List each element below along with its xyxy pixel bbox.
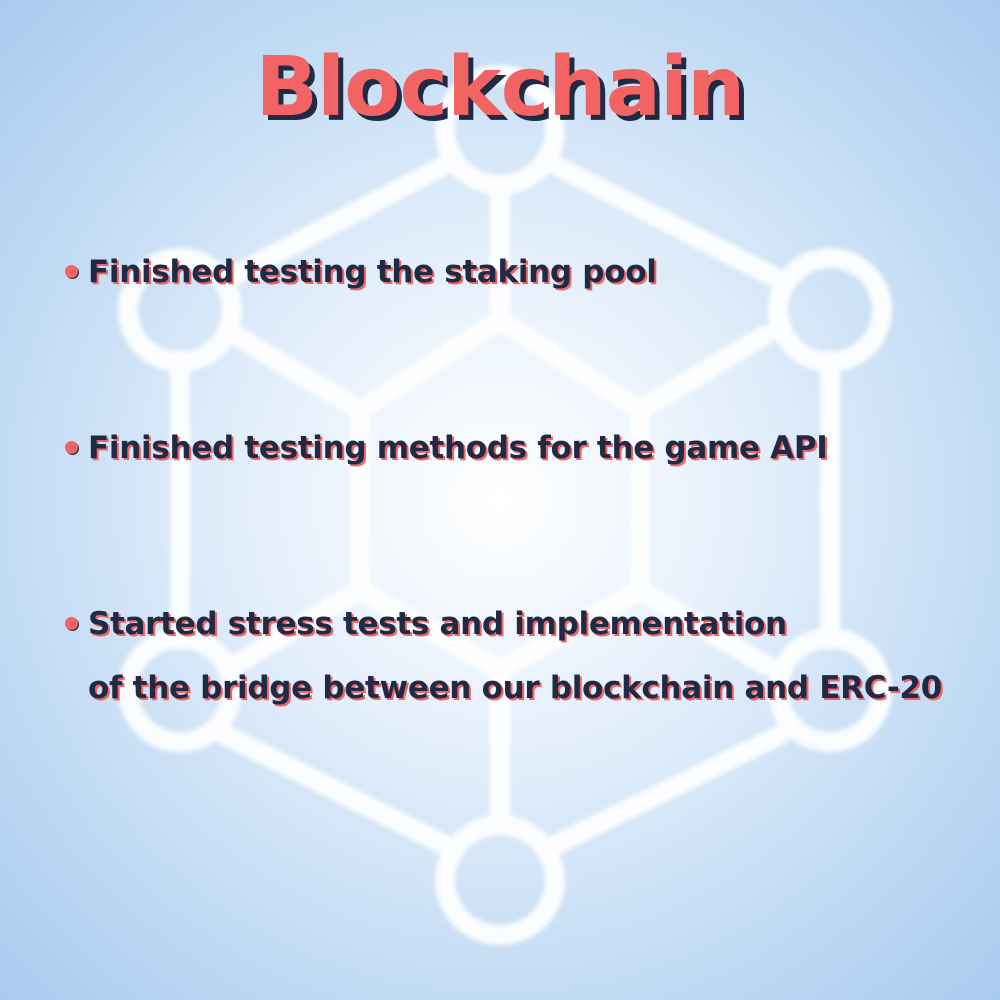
bullet-dot-icon (65, 441, 78, 454)
bullet-dot-icon (65, 265, 78, 278)
page-title: Blockchain (255, 40, 746, 135)
list-item: Finished testing the staking pool (65, 240, 657, 304)
list-item-text-continued: of the bridge between our blockchain and… (88, 670, 942, 706)
list-item-text: Finished testing the staking pool (88, 254, 657, 290)
list-item: Started stress tests and implementation … (65, 592, 942, 720)
list-item-text: Started stress tests and implementation (88, 606, 787, 642)
bullet-dot-icon (65, 617, 78, 630)
list-item-text: Finished testing methods for the game AP… (88, 430, 828, 466)
list-item: Finished testing methods for the game AP… (65, 416, 828, 480)
